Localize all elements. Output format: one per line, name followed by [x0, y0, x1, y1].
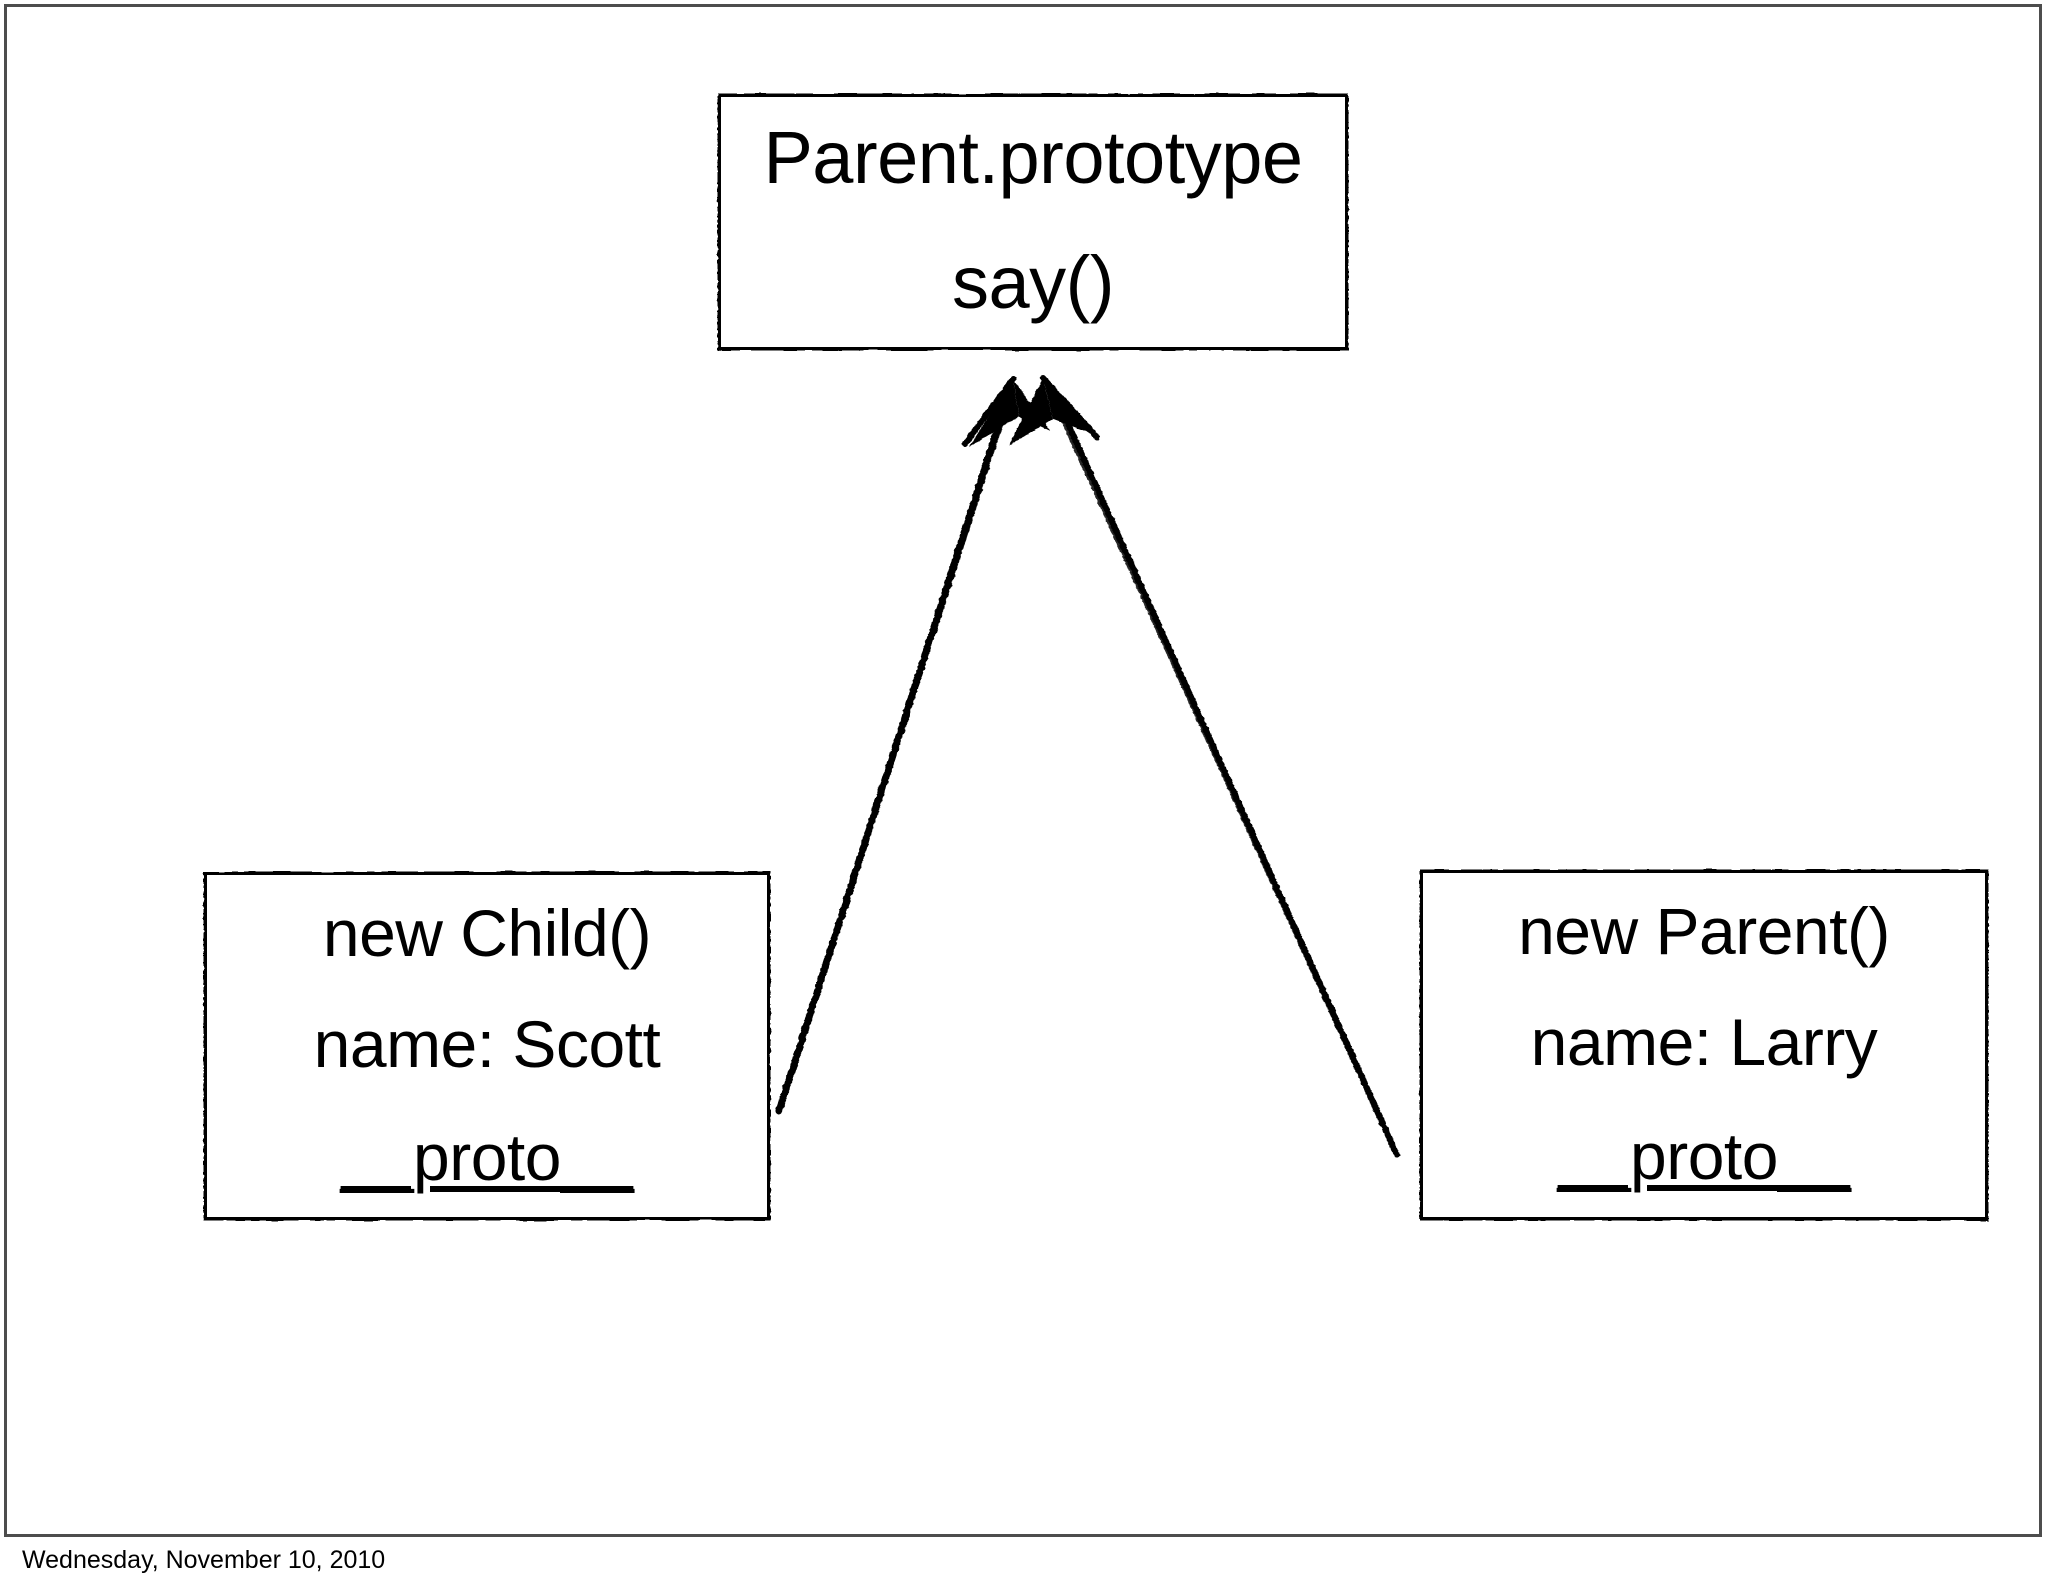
uml-box-title-row: new Child()	[207, 875, 767, 991]
uml-property-proto: __proto__	[1557, 1119, 1851, 1193]
uml-box-proto-row: __proto__	[1423, 1095, 1985, 1217]
slide-canvas: Parent.prototype say() new Child() name:…	[4, 4, 2042, 1537]
uml-member-say: say()	[952, 241, 1114, 324]
uml-box-title: Parent.prototype	[763, 116, 1303, 199]
uml-box-proto-row: __proto__	[207, 1097, 767, 1217]
uml-box-new-parent[interactable]: new Parent() name: Larry __proto__	[1423, 873, 1985, 1217]
uml-property-name: name: Scott	[313, 1007, 661, 1081]
uml-property-proto: __proto__	[340, 1120, 634, 1194]
uml-box-property-row: name: Larry	[1423, 989, 1985, 1095]
footer-date: Wednesday, November 10, 2010	[22, 1546, 386, 1574]
uml-box-title: new Parent()	[1518, 894, 1890, 968]
connector-parent-to-prototype	[1009, 375, 1400, 1158]
uml-box-title-row: new Parent()	[1423, 873, 1985, 989]
uml-box-title: new Child()	[322, 896, 652, 970]
uml-box-property-row: name: Scott	[207, 991, 767, 1097]
uml-box-member-row: say()	[721, 219, 1345, 347]
connector-child-to-prototype	[775, 376, 1051, 1115]
uml-box-title-row: Parent.prototype	[721, 97, 1345, 219]
uml-box-new-child[interactable]: new Child() name: Scott __proto__	[207, 875, 767, 1217]
uml-property-name: name: Larry	[1530, 1005, 1878, 1079]
uml-box-parent-prototype[interactable]: Parent.prototype say()	[721, 97, 1345, 347]
